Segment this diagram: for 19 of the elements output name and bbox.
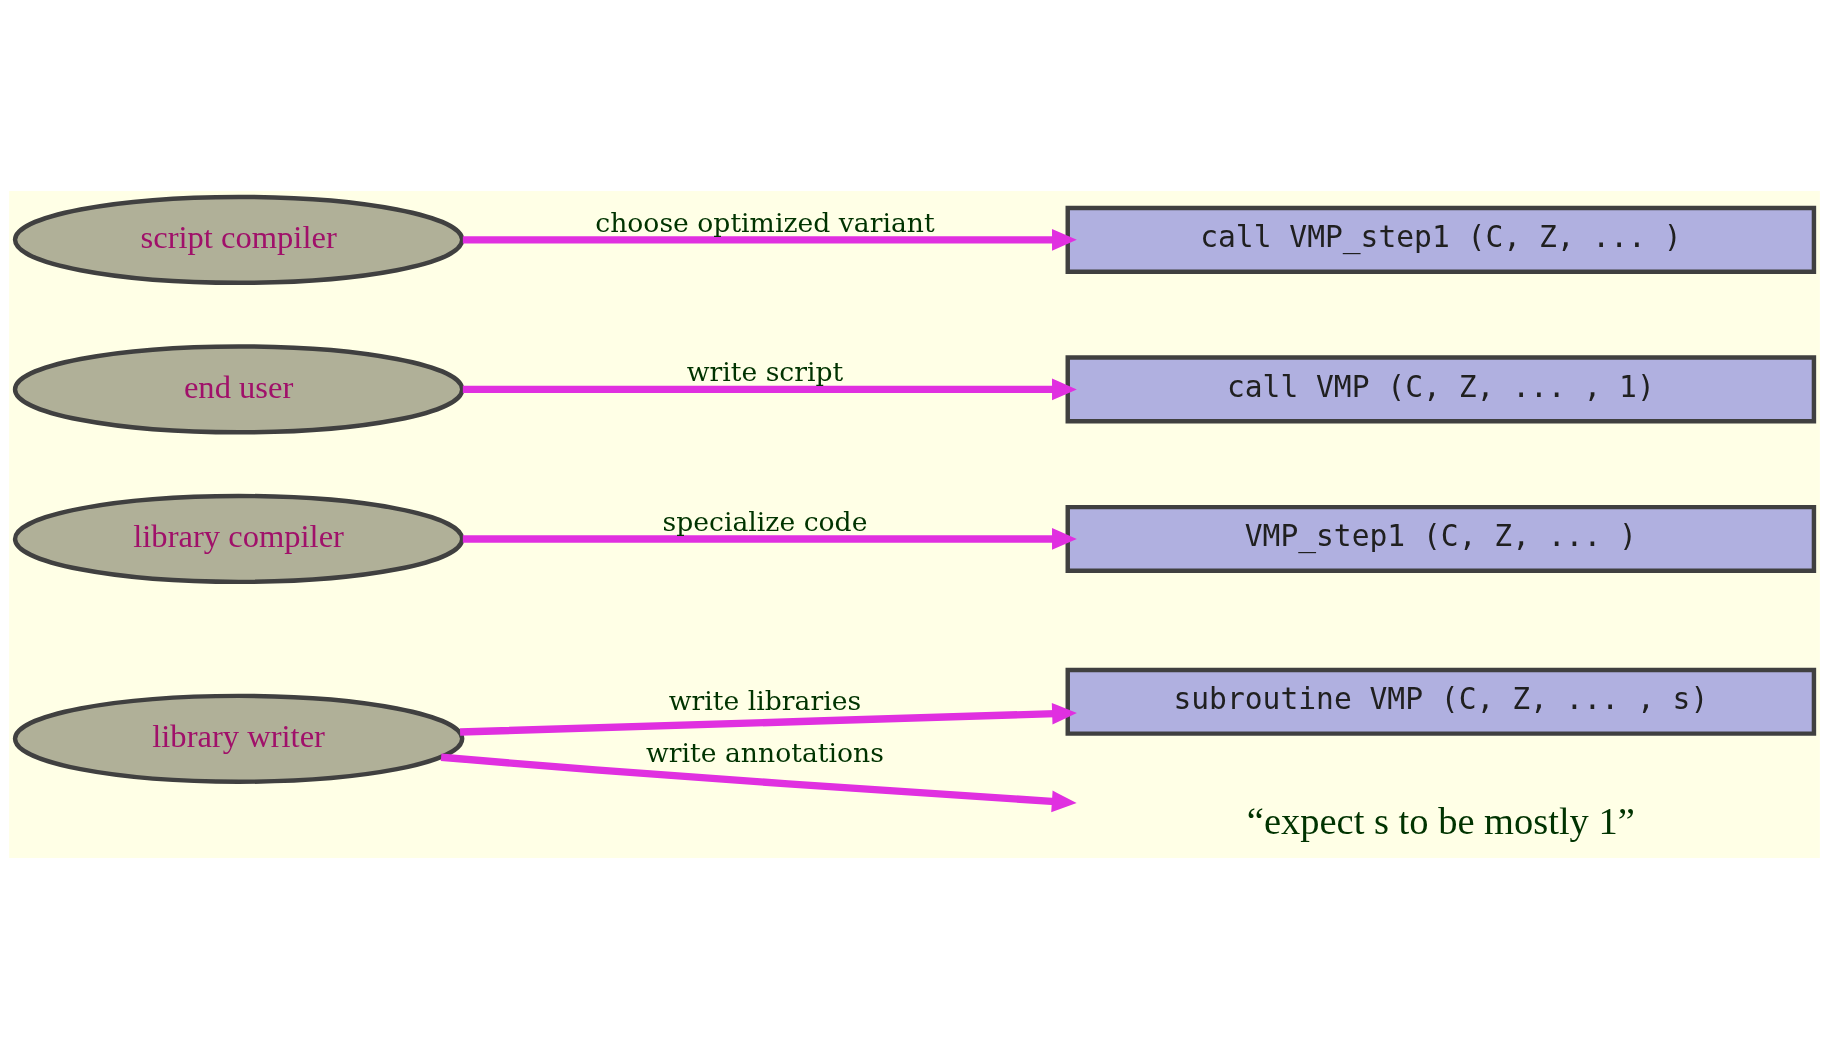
node-ellipse: script compiler [12, 194, 464, 286]
edge-label: write script [686, 356, 843, 388]
node-ellipse: library compiler [12, 493, 464, 585]
arrow [462, 528, 1077, 550]
edge-label: choose optimized variant [594, 206, 935, 238]
arrow [459, 702, 1077, 736]
node-ellipse: end user [12, 344, 464, 435]
edge-label: specialize code [662, 505, 867, 537]
arrow [462, 378, 1077, 401]
edge-label: write libraries [668, 684, 861, 716]
edge-label: write annotations [645, 736, 884, 768]
node-text: “expect s to be mostly 1” [1246, 800, 1635, 843]
node-box: call VMP_step1 (C, Z, ... ) [1065, 205, 1816, 274]
node-ellipse: library writer [12, 693, 464, 784]
node-box: subroutine VMP (C, Z, ... , s) [1065, 667, 1816, 736]
node-box: VMP_step1 (C, Z, ... ) [1065, 504, 1816, 573]
arrow [462, 229, 1077, 251]
node-box: call VMP (C, Z, ... , 1) [1065, 355, 1816, 424]
arrow [440, 753, 1077, 813]
